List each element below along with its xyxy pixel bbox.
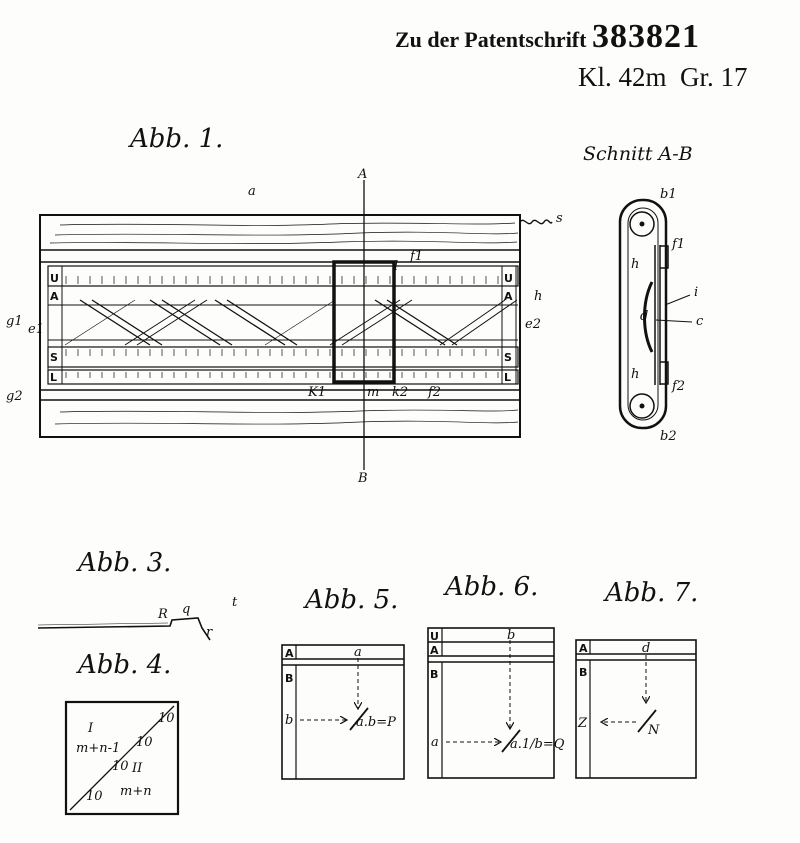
fig4-square: I m+n-1 II m+n 10 10 10 10 [64, 700, 180, 816]
fig1-label-f1: f1 [409, 249, 423, 264]
fig1-bottom-bar [40, 389, 520, 425]
fig1-label-L-right: L [504, 371, 511, 384]
section-inner [627, 207, 659, 421]
fig6-title: Abb. 6. [445, 572, 539, 602]
fig1-label-e1: e1 [28, 322, 44, 337]
fig7-label-B: B [579, 666, 587, 679]
fig6-diagram: U A B b a a.1/b=Q [427, 627, 565, 779]
fig1-label-L-left: L [50, 371, 57, 384]
fig5-diagram: A B a b a.b=P [281, 644, 405, 780]
roller-b1 [629, 211, 655, 237]
fig1-label-A-right: A [504, 290, 513, 303]
fig3-label-t: t [232, 595, 238, 610]
fig4-region-I: I [87, 721, 94, 736]
fig4-region-II: II [131, 761, 143, 776]
fig5-title: Abb. 5. [305, 585, 399, 615]
fig1-label-f2: f2 [427, 385, 441, 400]
fig1-label-m: m [367, 385, 379, 400]
fig7-result: N [647, 723, 660, 738]
section-label-f1: f1 [671, 237, 685, 252]
fig6-label-U: U [430, 630, 439, 643]
fig1-label-U-left: U [50, 272, 59, 285]
fig1-label-e2: e2 [525, 317, 541, 332]
fig3-label-R: R [157, 607, 168, 622]
fig1-title: Abb. 1. [130, 124, 224, 154]
fig3-label-q: q [182, 602, 190, 617]
section-label-h-bottom: h [631, 367, 639, 382]
fig4-region-II-expr: m+n [120, 784, 152, 799]
fig1-outer-frame [39, 214, 521, 438]
fig7-diagram: A B d Z N [575, 639, 697, 779]
fig1-label-k2: k2 [392, 385, 408, 400]
fig1-label-h: h [534, 289, 542, 304]
fig7-label-A: A [579, 642, 588, 655]
fig7-label-d: d [642, 641, 650, 656]
fig1-label-a: a [248, 184, 256, 199]
fig1-label-g1: g1 [6, 314, 23, 329]
fig1-label-A: A [357, 167, 367, 182]
section-label-i: i [694, 285, 698, 300]
fig5-label-B: B [285, 672, 293, 685]
patent-prefix: Zu der Patentschrift [395, 27, 587, 52]
fig4-tick-1: 10 [158, 711, 175, 726]
section-label-b2: b2 [660, 429, 677, 444]
fig1-label-l: l [394, 259, 398, 274]
section-view: b1 b2 h h f1 f2 i d c [618, 187, 704, 444]
fig4-tick-2: 10 [136, 735, 153, 750]
fig5-result: a.b=P [356, 715, 396, 730]
fig4-tick-4: 10 [86, 789, 103, 804]
fig6-label-a: a [431, 735, 439, 750]
fig1-label-S-left: S [50, 351, 58, 364]
fig3-profile: R q r t [37, 595, 238, 641]
fig3-label-r: r [206, 625, 213, 640]
fig1-diagonal-bands [64, 299, 518, 346]
section-spring-d [643, 281, 654, 353]
fig1-label-g2: g2 [6, 389, 23, 404]
patent-reference: Zu der Patentschrift 383821 [395, 18, 700, 56]
fig7-title: Abb. 7. [605, 578, 699, 608]
section-label-d: d [640, 309, 648, 324]
patent-number: 383821 [591, 18, 700, 55]
fig5-label-A: A [285, 647, 294, 660]
patent-classification: Kl. 42m Gr. 17 [578, 62, 748, 93]
fig1-label-S-right: S [504, 351, 512, 364]
section-label-c: c [696, 314, 704, 329]
fig6-label-A: A [430, 644, 439, 657]
fig3-title: Abb. 3. [78, 548, 172, 578]
section-title: Schnitt A-B [583, 143, 693, 165]
section-label-f2: f2 [671, 379, 685, 394]
group-label: Gr. 17 [680, 62, 748, 92]
section-label-h-top: h [631, 257, 639, 272]
roller-b2 [629, 393, 655, 419]
fig5-label-b: b [285, 713, 293, 728]
fig5-label-a: a [354, 645, 362, 660]
section-outline [618, 198, 668, 430]
fig1-tick-marks [65, 276, 499, 378]
fig1-label-s: s [556, 211, 563, 226]
fig1-top-bar [40, 222, 520, 263]
fig6-label-b: b [507, 628, 515, 643]
fig1-label-U-right: U [504, 272, 513, 285]
fig6-result: a.1/b=Q [510, 737, 565, 752]
fig4-title: Abb. 4. [78, 650, 172, 680]
fig1-spring [519, 219, 553, 225]
fig4-tick-3: 10 [112, 759, 129, 774]
section-label-b1: b1 [660, 187, 677, 202]
fig6-label-B: B [430, 668, 438, 681]
fig1-left-cap [47, 265, 63, 385]
fig1-label-A-left: A [50, 290, 59, 303]
fig1-slide-rule: a A B s h g1 g2 e1 e2 K1 m k2 f1 f2 U U … [6, 167, 563, 486]
class-label: Kl. 42m [578, 62, 667, 92]
section-brackets [660, 245, 669, 385]
fig1-right-cap [501, 265, 517, 385]
fig1-label-B: B [357, 471, 368, 486]
fig1-label-k1: K1 [307, 385, 326, 400]
fig4-region-I-expr: m+n-1 [76, 741, 120, 756]
fig7-label-Z: Z [577, 716, 588, 731]
